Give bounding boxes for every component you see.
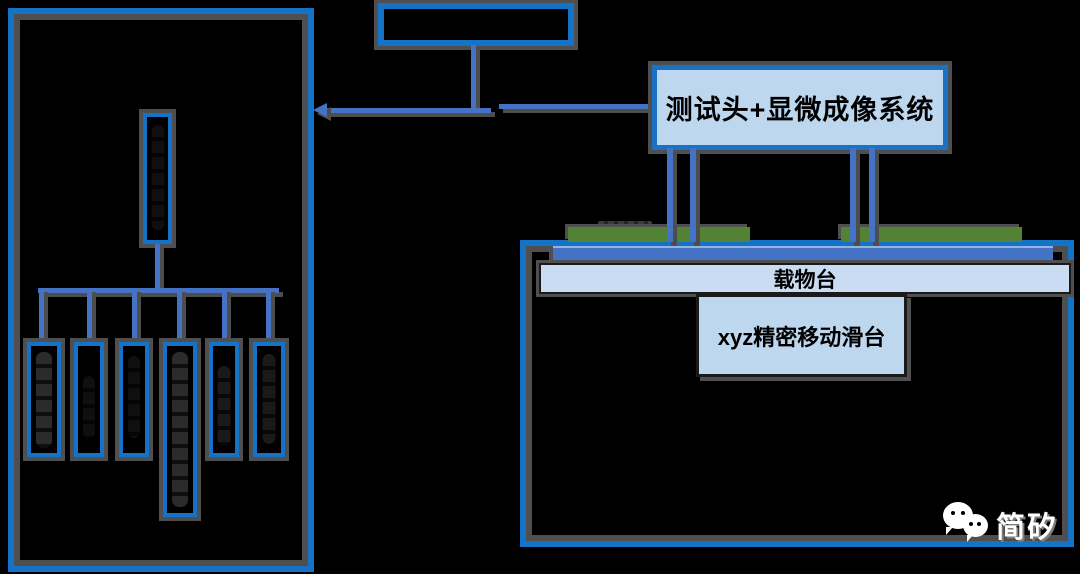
probe-leg-2 <box>690 148 696 242</box>
illegible-vertical-text <box>83 376 95 438</box>
top-connector-vertical <box>471 45 476 108</box>
tree-stub-5 <box>222 288 227 344</box>
tree-root-drop-line <box>155 244 160 290</box>
tree-stub-4 <box>177 288 182 344</box>
probe-leg-3 <box>850 148 856 242</box>
arrowhead-left-icon <box>313 103 327 117</box>
tree-leaf-bar-4 <box>163 342 197 517</box>
chuck-bar <box>553 246 1053 262</box>
stage-bar: 载物台 <box>539 263 1071 294</box>
illegible-vertical-text <box>128 356 140 438</box>
watermark: 简矽 <box>938 492 1070 550</box>
tree-leaf-bar-5 <box>209 342 239 457</box>
test-head-box: 测试头+显微成像系统 <box>652 65 948 150</box>
tree-stub-2 <box>87 288 92 344</box>
probe-leg-1 <box>667 148 673 242</box>
watermark-brand-text: 简矽 <box>996 512 1059 544</box>
top-label-box <box>378 3 574 46</box>
sample-strip-left <box>568 227 750 242</box>
illegible-vertical-text <box>217 366 231 446</box>
test-head-label: 测试头+显微成像系统 <box>665 95 935 125</box>
wechat-icon-eye <box>951 511 955 515</box>
illegible-vertical-text <box>172 352 188 507</box>
stage-label: 载物台 <box>773 268 837 292</box>
tree-leaf-bar-3 <box>119 342 149 457</box>
tree-stub-6 <box>266 288 271 344</box>
xyz-stage-box: xyz精密移动滑台 <box>696 294 907 377</box>
tree-leaf-bar-1 <box>27 342 61 457</box>
connector-to-left-panel <box>327 108 491 113</box>
wechat-icon-eye <box>969 522 973 526</box>
probe-leg-4 <box>869 148 875 242</box>
illegible-vertical-text <box>36 352 52 448</box>
illegible-vertical-text <box>151 125 164 230</box>
tree-stub-1 <box>39 288 44 344</box>
xyz-stage-label: xyz精密移动滑台 <box>717 324 886 350</box>
connector-to-test-head <box>499 104 653 109</box>
illegible-sample-label <box>598 221 652 229</box>
wechat-icon-eye <box>977 522 981 526</box>
tree-root-bar <box>143 113 172 244</box>
tree-leaf-bar-2 <box>74 342 104 457</box>
tree-branch-line <box>38 288 279 293</box>
wechat-icon-small-bubble <box>963 514 988 542</box>
wechat-icon-eye <box>961 511 965 515</box>
tree-leaf-bar-6 <box>253 342 285 457</box>
sample-strip-right <box>841 227 1022 242</box>
illegible-vertical-text <box>262 354 276 444</box>
tree-stub-3 <box>132 288 137 344</box>
